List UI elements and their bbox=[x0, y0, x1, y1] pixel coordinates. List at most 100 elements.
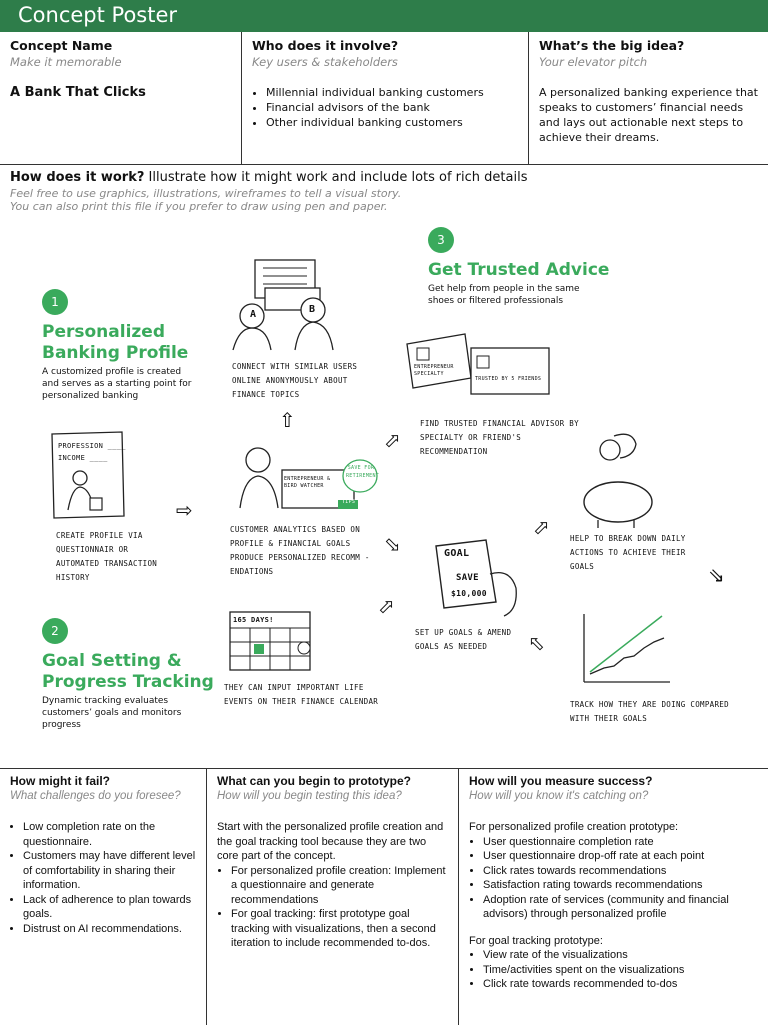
section-title-line: Personalized bbox=[42, 322, 165, 342]
how-hint-2: You can also print this file if you pref… bbox=[10, 200, 388, 213]
track-caption: Track how they are doing compared with t… bbox=[570, 700, 729, 723]
success-heading: How will you measure success? bbox=[469, 774, 653, 788]
who-hint: Key users & stakeholders bbox=[252, 55, 398, 69]
list-item: Click rates towards recommendations bbox=[483, 864, 758, 879]
prototype-hint: How will you begin testing this idea? bbox=[217, 790, 402, 802]
section-desc-goals: Dynamic tracking evaluates customers’ go… bbox=[42, 696, 182, 730]
help-breakdown-caption: Help to break down daily actions to achi… bbox=[570, 534, 686, 571]
poster-title: Concept Poster bbox=[18, 3, 178, 27]
section-title-line: Progress Tracking bbox=[42, 672, 214, 692]
list-item: Lack of adherence to plan towards goals. bbox=[23, 893, 196, 922]
bubble-b: B bbox=[309, 304, 316, 315]
section-title-line: Goal Setting & bbox=[42, 651, 182, 671]
income-field: Income ____ bbox=[58, 454, 108, 462]
list-item: Click rate towards recommended to-dos bbox=[483, 977, 758, 992]
specialty-label: Entrepreneur specialty bbox=[414, 364, 454, 377]
amount-label: $10,000 bbox=[451, 589, 487, 598]
setup-goals-caption: Set up goals & amend goals as needed bbox=[415, 628, 512, 651]
prototype-heading: What can you begin to prototype? bbox=[217, 774, 411, 788]
list-item: User questionnaire completion rate bbox=[483, 835, 758, 850]
failure-list: Low completion rate on the questionnaire… bbox=[10, 820, 196, 936]
list-item: Distrust on AI recommendations. bbox=[23, 922, 196, 937]
section-desc-advice: Get help from people in the same shoes o… bbox=[428, 284, 580, 306]
failure-cell: How might it fail? What challenges do yo… bbox=[0, 769, 207, 1025]
trusted-by-label: Trusted by 5 friends bbox=[475, 376, 542, 382]
success-list-1: User questionnaire completion rate User … bbox=[469, 835, 758, 922]
concept-heading: Concept Name bbox=[10, 38, 113, 53]
how-hint-1: Feel free to use graphics, illustrations… bbox=[10, 187, 402, 200]
arrow-up-right-icon: ⬀ bbox=[378, 594, 395, 618]
idea-heading: What’s the big idea? bbox=[539, 38, 685, 53]
list-item: View rate of the visualizations bbox=[483, 948, 758, 963]
poster-header: Concept Poster bbox=[0, 0, 768, 32]
entrepreneur-card: Entrepreneur & bird watcher bbox=[284, 476, 331, 489]
list-item: Other individual banking customers bbox=[266, 115, 518, 130]
list-item: Financial advisors of the bank bbox=[266, 100, 518, 115]
section-title-line: Banking Profile bbox=[42, 343, 189, 363]
bubble-a: A bbox=[250, 309, 257, 320]
create-profile-caption: Create profile via questionnair or autom… bbox=[56, 531, 158, 582]
arrow-up-icon: ⇧ bbox=[279, 408, 296, 432]
analytics-sketch bbox=[239, 447, 378, 509]
concept-name-cell: Concept Name Make it memorable A Bank Th… bbox=[0, 32, 242, 164]
section-desc-profile: A customized profile is created and serv… bbox=[42, 367, 192, 401]
step-number-1: 1 bbox=[42, 289, 68, 315]
fail-hint: What challenges do you foresee? bbox=[10, 790, 181, 802]
arrow-down-icon: ⇘ bbox=[708, 563, 725, 587]
calendar-caption: They can input important life events on … bbox=[224, 683, 379, 706]
bottom-row: How might it fail? What challenges do yo… bbox=[0, 768, 768, 1025]
prototype-list: For personalized profile creation: Imple… bbox=[217, 864, 448, 951]
piggy-bank-sketch bbox=[583, 433, 653, 528]
list-item: Low completion rate on the questionnaire… bbox=[23, 820, 196, 849]
concept-hint: Make it memorable bbox=[10, 55, 122, 69]
success-group2-title: For goal tracking prototype: bbox=[469, 934, 603, 947]
profession-field: Profession ____ bbox=[58, 442, 126, 450]
list-item: Millennial individual banking customers bbox=[266, 85, 518, 100]
calendar-days: 165 days! bbox=[233, 616, 274, 624]
goal-label: Goal bbox=[444, 548, 470, 559]
stakeholder-list: Millennial individual banking customers … bbox=[252, 85, 518, 130]
concept-name: A Bank That Clicks bbox=[10, 85, 146, 100]
list-item: For personalized profile creation: Imple… bbox=[231, 864, 448, 908]
section-title-profile: Personalized Banking Profile bbox=[42, 322, 188, 364]
advisor-cards-sketch bbox=[406, 333, 550, 395]
list-item: For goal tracking: first prototype goal … bbox=[231, 907, 448, 951]
success-hint: How will you know it's catching on? bbox=[469, 790, 649, 802]
tips-label: Tips bbox=[342, 499, 356, 505]
prototype-cell: What can you begin to prototype? How wil… bbox=[207, 769, 459, 1025]
success-cell: How will you measure success? How will y… bbox=[459, 769, 768, 1025]
save-label: Save bbox=[456, 573, 479, 583]
how-heading: How does it work? bbox=[10, 170, 145, 185]
arrow-up-right-icon: ⬀ bbox=[384, 428, 401, 452]
calendar-sketch bbox=[229, 611, 311, 671]
connect-caption: Connect with similar users online anonym… bbox=[232, 362, 358, 399]
list-item: Customers may have different level of co… bbox=[23, 849, 196, 893]
arrow-up-right-icon: ⬀ bbox=[533, 515, 550, 539]
how-it-works: How does it work? Illustrate how it migh… bbox=[10, 170, 760, 213]
big-idea-cell: What’s the big idea? Your elevator pitch… bbox=[529, 32, 768, 164]
how-heading-rest: Illustrate how it might work and include… bbox=[144, 170, 528, 185]
success-list-2: View rate of the visualizations Time/act… bbox=[469, 948, 758, 992]
who-heading: Who does it involve? bbox=[252, 38, 399, 53]
arrow-right-icon: ⇨ bbox=[176, 498, 193, 522]
idea-hint: Your elevator pitch bbox=[539, 55, 648, 69]
profile-form-sketch bbox=[51, 431, 125, 519]
find-advisor-caption: Find trusted financial advisor by specia… bbox=[420, 419, 579, 456]
top-row: Concept Name Make it memorable A Bank Th… bbox=[0, 32, 768, 165]
prototype-intro: Start with the personalized profile crea… bbox=[217, 821, 444, 862]
progress-chart-sketch bbox=[583, 614, 670, 683]
step-number-3: 3 bbox=[428, 227, 454, 253]
section-title-advice: Get Trusted Advice bbox=[428, 260, 610, 280]
list-item: Time/activities spent on the visualizati… bbox=[483, 963, 758, 978]
list-item: Adoption rate of services (community and… bbox=[483, 893, 758, 922]
fail-heading: How might it fail? bbox=[10, 774, 110, 788]
list-item: User questionnaire drop-off rate at each… bbox=[483, 849, 758, 864]
save-retirement-bubble: Save for retirement bbox=[346, 465, 380, 479]
anonymous-chat-sketch bbox=[232, 259, 334, 351]
section-title-goals: Goal Setting & Progress Tracking bbox=[42, 651, 214, 693]
list-item: Satisfaction rating towards recommendati… bbox=[483, 878, 758, 893]
goal-note-sketch bbox=[435, 539, 517, 617]
stakeholders-cell: Who does it involve? Key users & stakeho… bbox=[242, 32, 529, 164]
idea-text: A personalized banking experience that s… bbox=[539, 86, 758, 144]
analytics-caption: Customer analytics based on profile & fi… bbox=[230, 525, 370, 576]
